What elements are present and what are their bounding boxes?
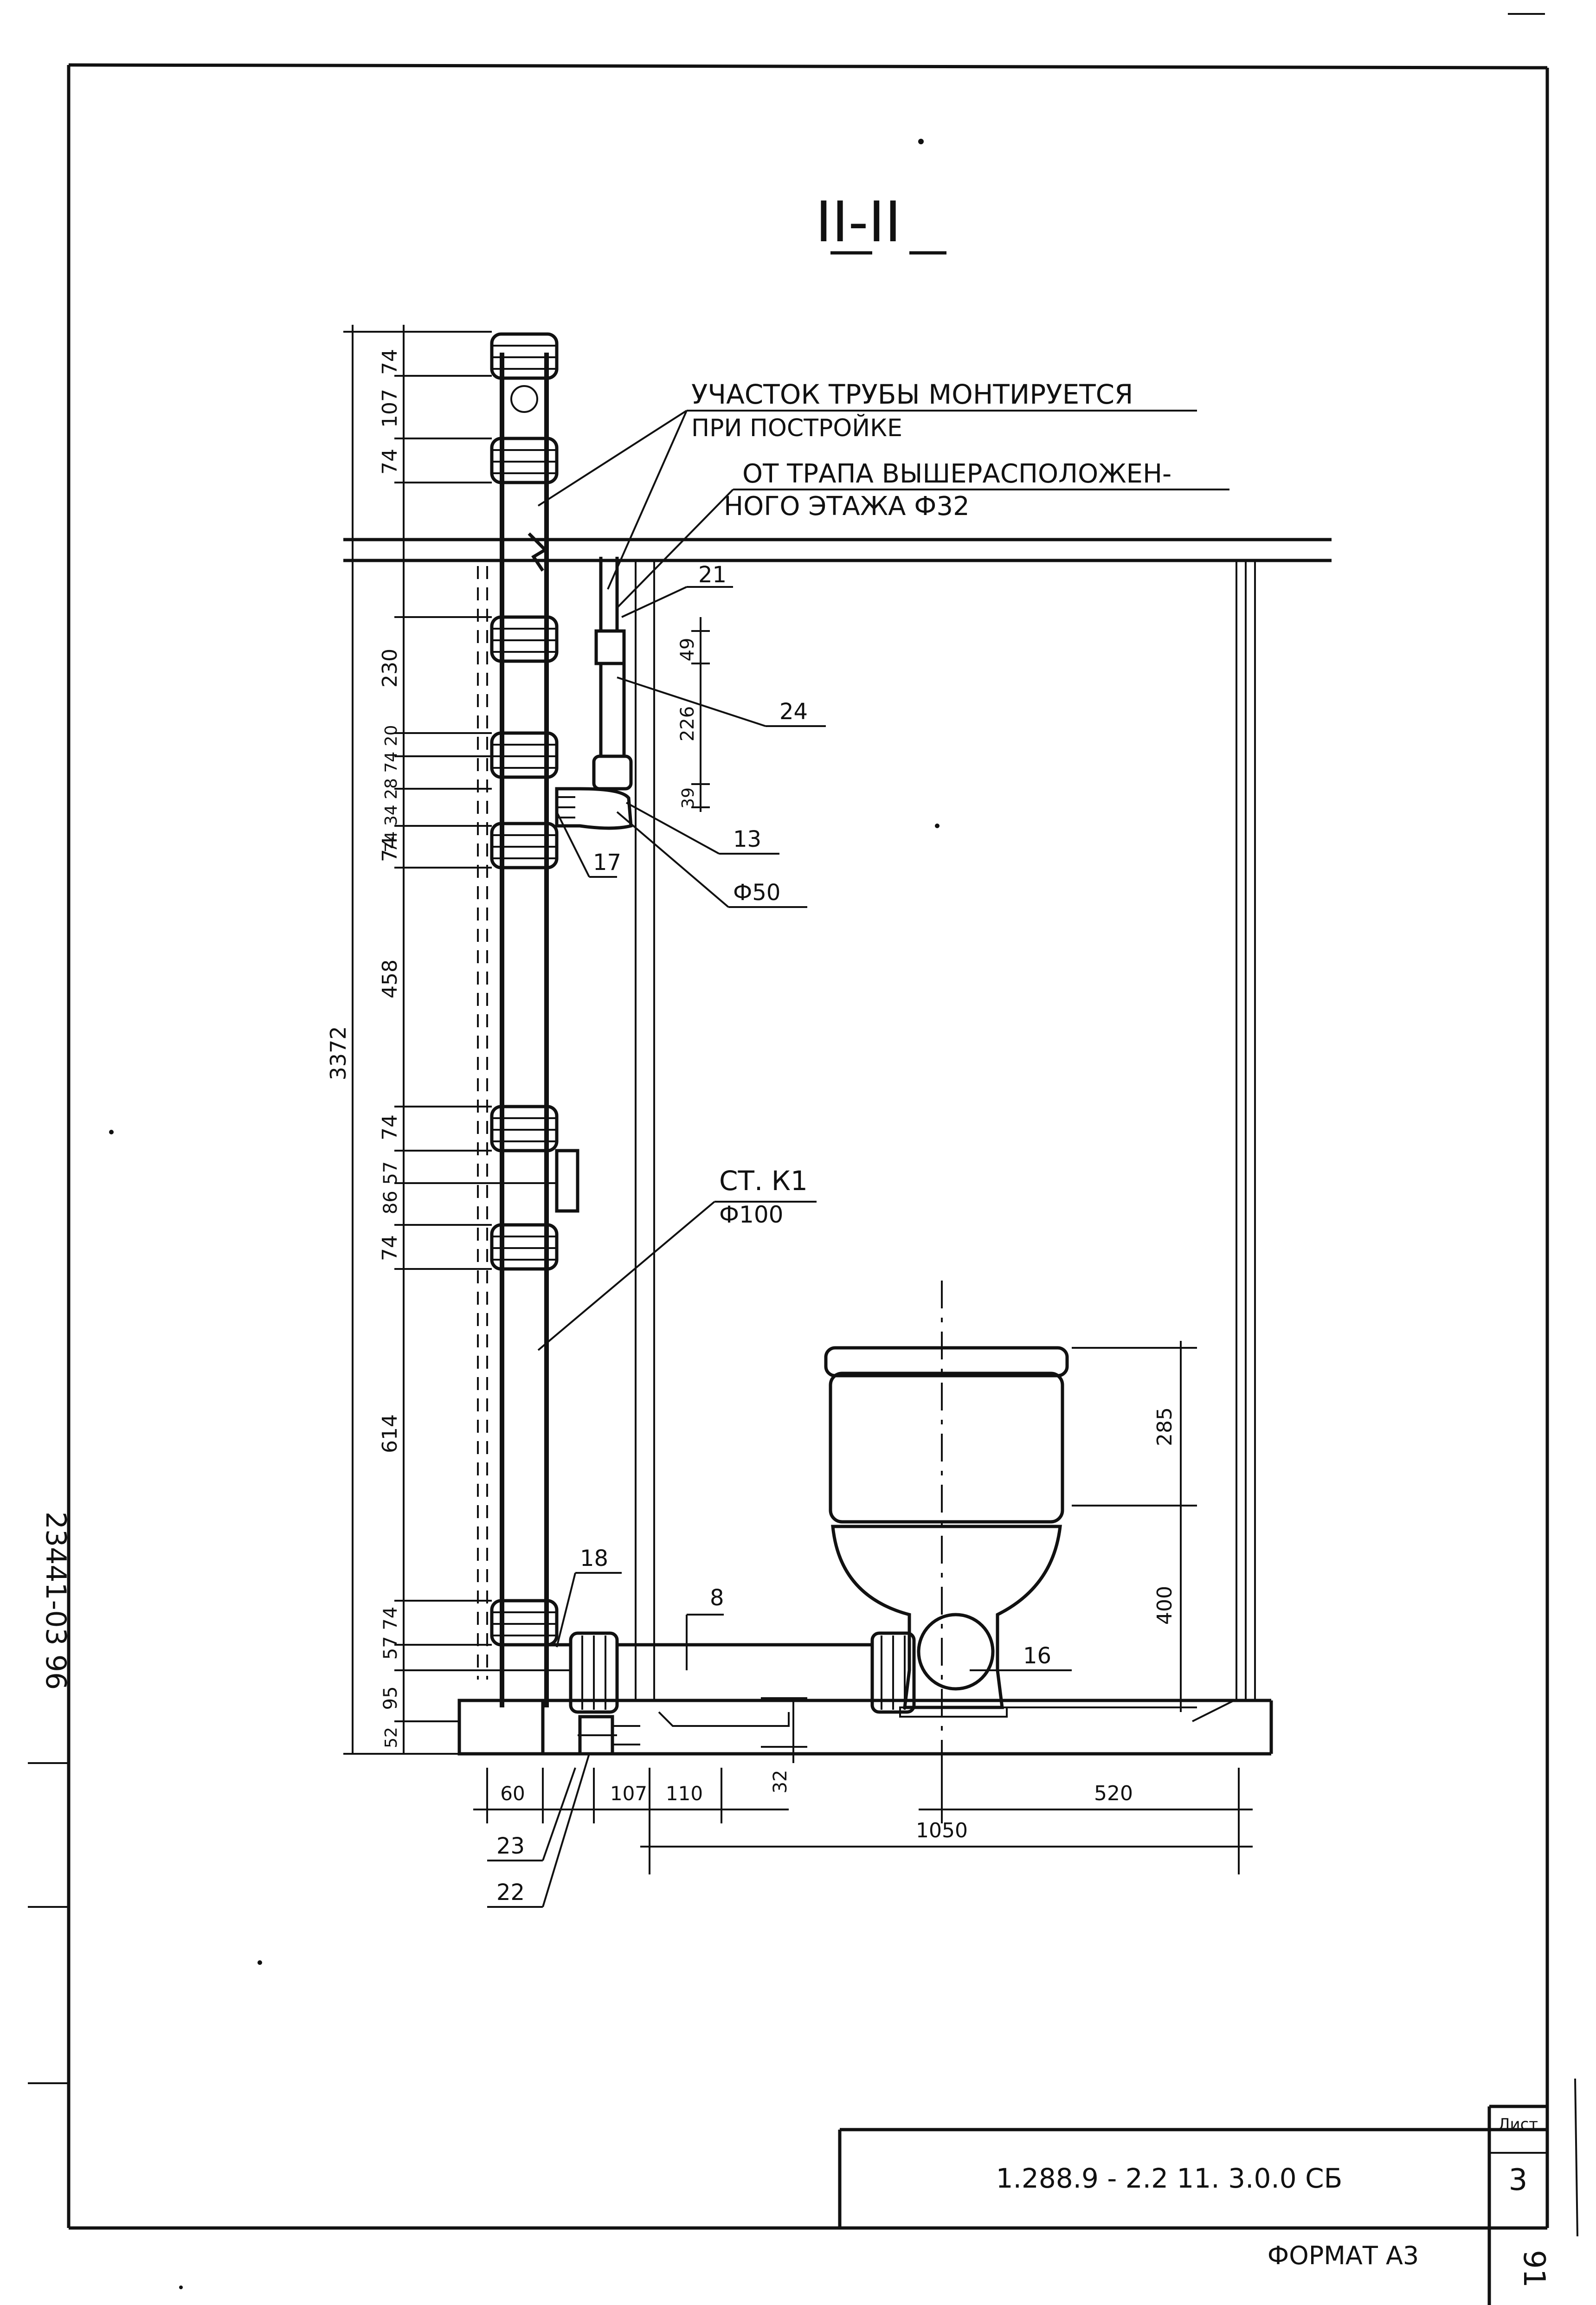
dim-32: 32	[770, 1770, 791, 1794]
dim-60: 60	[500, 1782, 525, 1805]
format-label: ФОРМАТ А3	[1268, 2241, 1419, 2270]
riser-stack	[457, 332, 579, 1756]
floor-trap	[578, 1715, 640, 1756]
sheet-label: Лист	[1498, 2115, 1538, 2134]
doc-code: 1.288.9 - 2.2 11. 3.0.0 СБ	[996, 2163, 1343, 2194]
dim-74-mid: 74	[378, 1114, 402, 1140]
shaft-walls	[477, 560, 1256, 1700]
riser-socket-2	[490, 437, 559, 484]
sheet-frame	[28, 13, 1578, 2237]
dim-230: 230	[378, 649, 402, 688]
dim-57-74: 57 74	[380, 1607, 401, 1660]
dim-52: 52	[382, 1727, 401, 1748]
dim-stack-block: 74 34 28 74 20	[382, 725, 401, 853]
dim-95: 95	[380, 1687, 401, 1710]
dim-400: 400	[1153, 1586, 1177, 1625]
dim-top-107: 107	[378, 389, 402, 428]
left-dimension-texts: 74 107 74 230 74 34 28 74 20 74 458 74 8…	[326, 349, 402, 1748]
wc-dimension-chain: 285 400	[1002, 1341, 1197, 1712]
riser-socket-8	[490, 1599, 559, 1647]
sheet-number: 3	[1509, 2163, 1528, 2197]
dim-107-bottom: 107	[610, 1782, 647, 1805]
dim-total-height: 3372	[326, 1026, 351, 1080]
pos-23: 23	[496, 1833, 525, 1859]
ceiling-slab	[343, 538, 1332, 562]
dim-520: 520	[1094, 1782, 1133, 1805]
riser-diameter: Ф100	[719, 1201, 783, 1228]
dim-614: 614	[378, 1414, 402, 1453]
note-pipe-section-line2: ПРИ ПОСТРОЙКЕ	[691, 414, 902, 442]
dim-458: 458	[378, 959, 402, 998]
pos-8: 8	[710, 1585, 724, 1611]
pos-21: 21	[698, 562, 727, 588]
riser-base-block	[457, 1699, 545, 1756]
pos-13: 13	[733, 826, 761, 852]
pos-16: 16	[1023, 1643, 1051, 1669]
riser-socket-6	[490, 1105, 559, 1152]
branch-dimension-chain: 49 226 39	[677, 617, 710, 812]
toilet	[824, 1281, 1069, 1814]
dim-285: 285	[1153, 1407, 1177, 1446]
floor-channel	[658, 1711, 790, 1727]
riser-socket-3	[490, 615, 559, 663]
riser-name: СТ. К1	[719, 1165, 808, 1197]
pos-18: 18	[580, 1545, 608, 1571]
trap-coupling	[594, 629, 626, 665]
note-trap-line2: НОГО ЭТАЖА Ф32	[724, 491, 970, 522]
dim-1050: 1050	[916, 1819, 968, 1842]
dim-49: 49	[677, 638, 698, 662]
riser-socket-5	[490, 822, 559, 869]
note-trap-line1: ОТ ТРАПА ВЫШЕРАСПОЛОЖЕН-	[742, 459, 1171, 489]
upper-branch	[555, 557, 633, 830]
pos-22: 22	[496, 1880, 525, 1906]
dim-86-57: 86 57	[380, 1161, 401, 1215]
inspection-cap-icon	[510, 385, 538, 413]
dim-39: 39	[679, 787, 698, 809]
position-callouts: 21 24 13 17 Ф50 СТ. К1 Ф100 18 8 16 23 2…	[487, 562, 1072, 1908]
note-trap: ОТ ТРАПА ВЫШЕРАСПОЛОЖЕН- НОГО ЭТАЖА Ф32	[616, 459, 1229, 609]
riser-socket-4	[490, 731, 559, 779]
note-pipe-section-line1: УЧАСТОК ТРУБЫ МОНТИРУЕТСЯ	[691, 379, 1133, 410]
note-pipe-section: УЧАСТОК ТРУБЫ МОНТИРУЕТСЯ ПРИ ПОСТРОЙКЕ	[537, 379, 1197, 590]
branch-diameter: Ф50	[733, 880, 780, 906]
toilet-outlet	[917, 1613, 995, 1691]
bottom-dimension-chain: 60 107 110 32 520 1050	[473, 1697, 1253, 1874]
toilet-cistern-lid	[824, 1346, 1069, 1378]
dim-top-74b: 74	[378, 449, 402, 475]
dim-110: 110	[666, 1782, 703, 1805]
title-block: 1.288.9 - 2.2 11. 3.0.0 СБ Лист 3 ФОРМАТ…	[838, 2105, 1551, 2305]
branch-socket	[592, 754, 633, 791]
toilet-cistern	[829, 1371, 1064, 1524]
scan-specks	[109, 824, 940, 2289]
page-number: 91	[1517, 2250, 1551, 2287]
branch-socket-lower	[569, 1631, 619, 1714]
wc-branch	[547, 1631, 916, 1727]
riser-side-outlet	[555, 1149, 579, 1213]
pos-17: 17	[593, 850, 621, 876]
break-mark	[528, 532, 548, 572]
section-title-text: II-II	[816, 190, 901, 255]
left-dimension-chain	[343, 325, 571, 1755]
riser-socket-1	[490, 332, 559, 380]
dim-top-74a: 74	[378, 349, 402, 375]
elbow-13	[555, 787, 633, 830]
side-label: 23441-03 96	[39, 1512, 72, 1690]
dim-74-lower: 74	[378, 836, 402, 862]
section-title: II-II	[816, 139, 946, 255]
dim-74-mid2: 74	[378, 1235, 402, 1261]
dim-226: 226	[677, 706, 698, 741]
pos-24: 24	[779, 699, 808, 725]
riser-socket-7	[490, 1223, 559, 1271]
